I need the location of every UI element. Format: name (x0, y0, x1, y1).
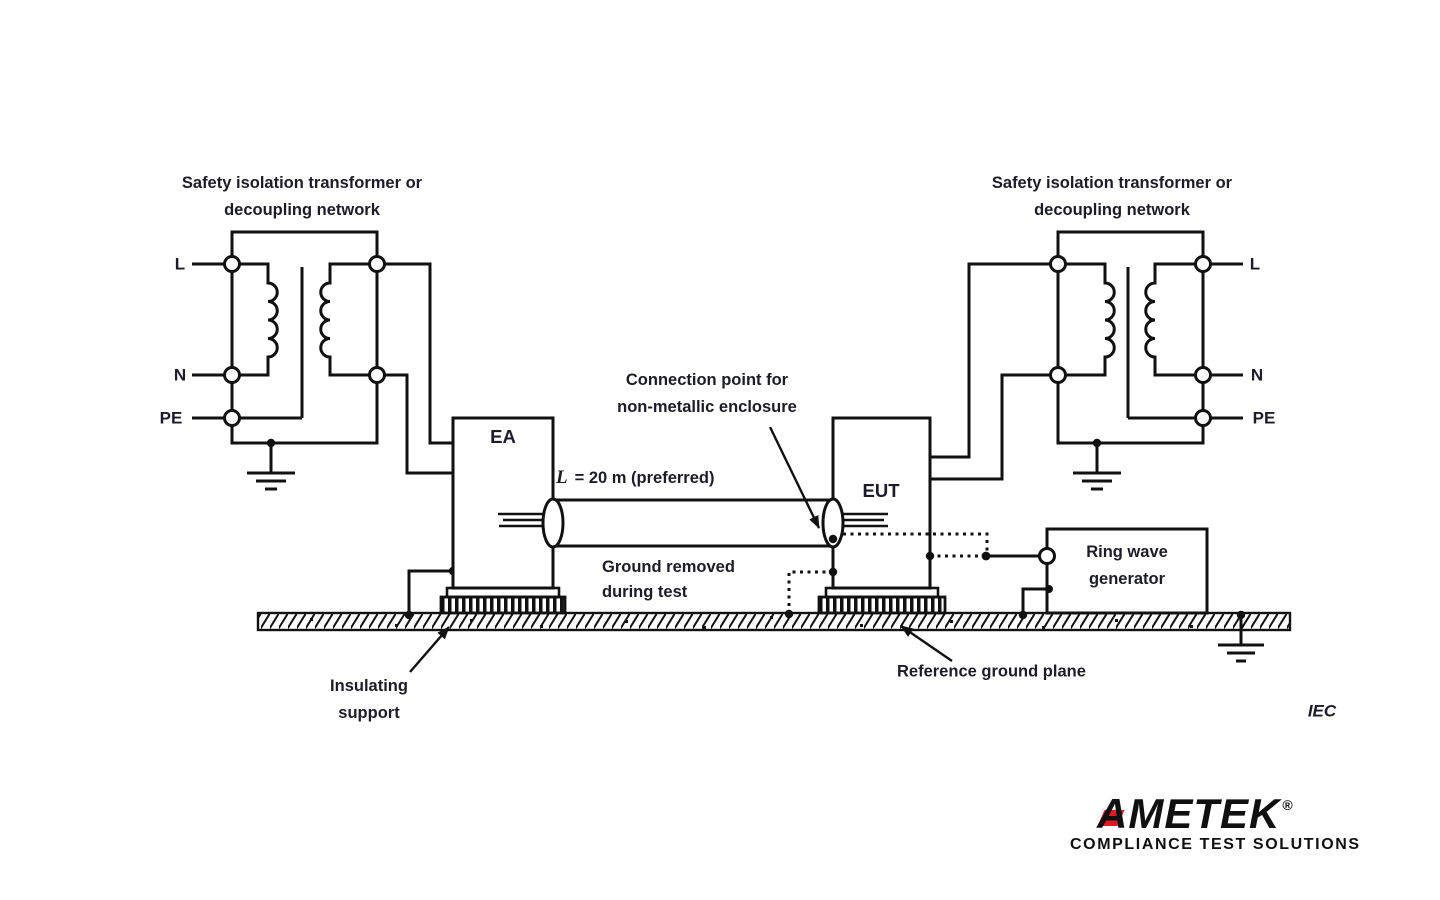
connection-point-arrow (768, 426, 821, 529)
caption-transformer-left: Safety isolation transformer or decoupli… (181, 174, 423, 219)
ground-removed-dotted (787, 570, 833, 611)
generator-wiring (986, 554, 1049, 612)
caption-transformer-right: Safety isolation transformer or decoupli… (991, 174, 1233, 219)
insulating-support-label: Insulating support (330, 677, 408, 722)
terminal-label-n-right: N (1250, 365, 1264, 385)
enclosure-to-generator-dotted (843, 532, 989, 552)
ring-wave-generator-box (1045, 527, 1209, 615)
ea-label: EA (490, 426, 516, 447)
interconnecting-cable (498, 497, 888, 549)
ring-wave-generator-label: Ring wave generator (1086, 543, 1168, 588)
cable-length-value: = 20 m (preferred) (574, 469, 715, 487)
ground-symbol-left-transformer (247, 443, 295, 491)
primary-winding (1144, 262, 1195, 377)
primary-winding (240, 262, 279, 377)
reference-ground-plane (256, 611, 1292, 632)
terminal-label-pe-left: PE (159, 408, 183, 428)
reference-ground-plane-label: Reference ground plane (897, 662, 1086, 681)
terminal-label-l-right: L (1249, 254, 1261, 274)
connection-point-annotation: Connection point for non-metallic enclos… (617, 371, 797, 416)
iec-mark: IEC (1307, 701, 1337, 721)
transformer-left (192, 230, 386, 491)
secondary-winding (319, 262, 369, 377)
junction-dots (784, 534, 1053, 620)
ground-removed-annotation: Ground removed during test (602, 558, 735, 601)
ground-symbol-right-transformer (1073, 443, 1121, 491)
mains-wiring (385, 262, 1051, 481)
terminal-label-n-left: N (173, 365, 187, 385)
eut-label: EUT (862, 480, 900, 501)
reference-plane-arrow (900, 625, 953, 662)
cable-length-symbol: L (556, 467, 568, 488)
terminal-label-pe-right: PE (1252, 408, 1276, 428)
terminal-label-l-left: L (174, 254, 186, 274)
insulating-support-arrow (409, 626, 450, 673)
ground-symbol-plane-right (1218, 610, 1264, 663)
secondary-winding (1066, 262, 1116, 377)
cable-length-annotation: L = 20 m (preferred) (556, 464, 714, 492)
dotted-connections (787, 532, 989, 611)
eut-box (831, 416, 932, 590)
registered-mark: ® (1282, 797, 1294, 813)
insulating-support-eut (817, 586, 947, 615)
annotation-arrows (409, 426, 953, 673)
ametek-brand-text: AMETEK (1097, 790, 1281, 837)
generator-input-terminal (1038, 547, 1056, 565)
insulating-support-ea (439, 586, 567, 615)
ametek-tagline: COMPLIANCE TEST SOLUTIONS (1070, 836, 1361, 853)
transformer-right (1049, 230, 1243, 491)
ametek-brand: AMETEK® (1097, 783, 1294, 836)
